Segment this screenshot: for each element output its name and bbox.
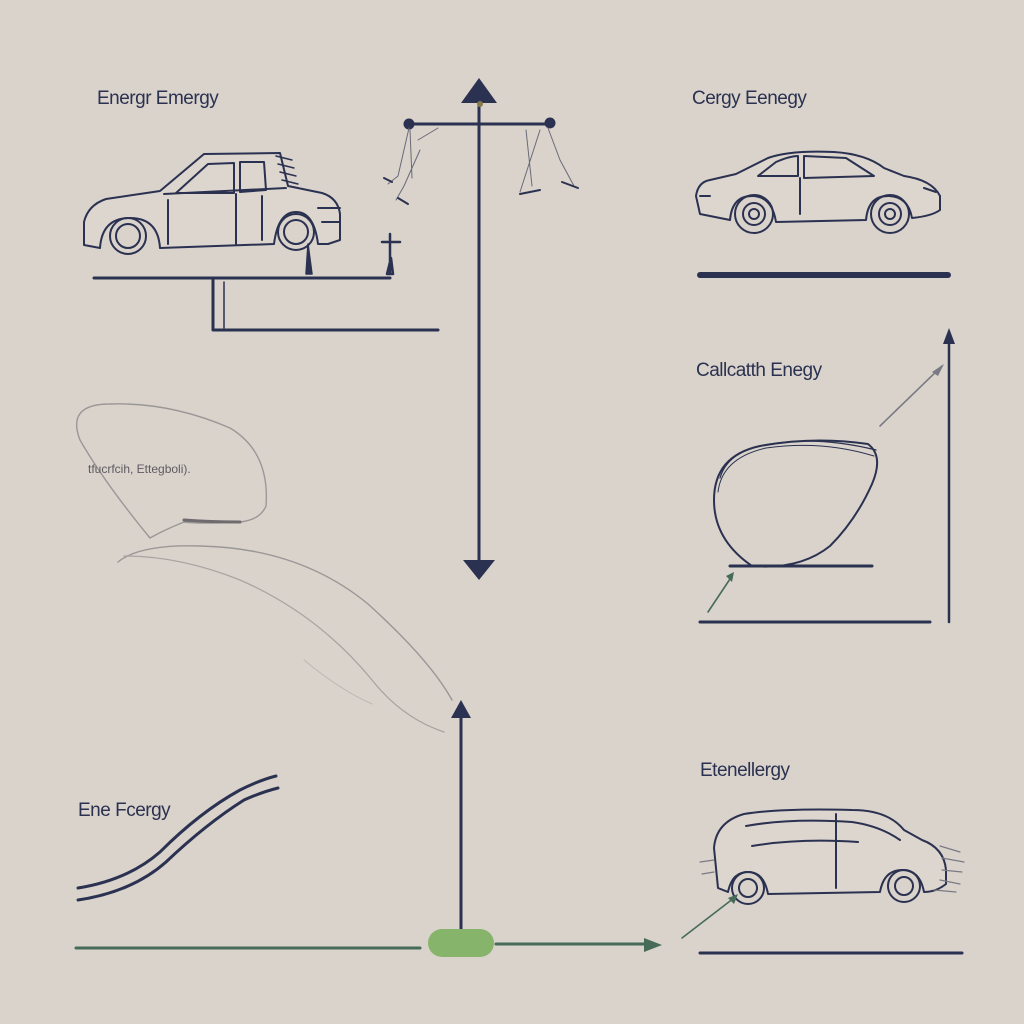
label-balloon: tfucrfcih, Ettegboli). [88,462,191,476]
diagonal-pointer [879,365,943,427]
swoosh-line-inner [123,555,445,733]
label-top-right: Cergy Eenegy [692,88,807,109]
egg-icon [713,439,879,568]
van-car-icon [699,808,965,905]
platform-step [211,278,440,332]
small-arrow-bottom [681,897,735,939]
pylon-left [305,243,313,275]
energy-wave [76,774,280,902]
swoosh-line-outer [117,545,453,701]
speech-balloon [75,403,268,539]
arrow-right-icon [644,938,662,952]
green-node [428,929,494,957]
label-middle-right: Callcatth Enegy [696,360,822,381]
small-arrow [707,575,733,613]
sedan-car-icon [695,150,941,234]
arrow-down-icon [463,560,495,580]
arrow-up-icon [461,78,497,103]
arrow-up-icon [943,328,955,344]
hatchback-car-icon [83,152,341,255]
arrow-up-icon [451,700,471,718]
balance-scale [383,78,579,580]
pylon-right [380,232,402,276]
label-bottom-right: Etenellergy [700,760,790,781]
label-bottom-left: Ene Fcergy [78,800,171,821]
label-top-left: Energr Emergy [97,88,219,109]
